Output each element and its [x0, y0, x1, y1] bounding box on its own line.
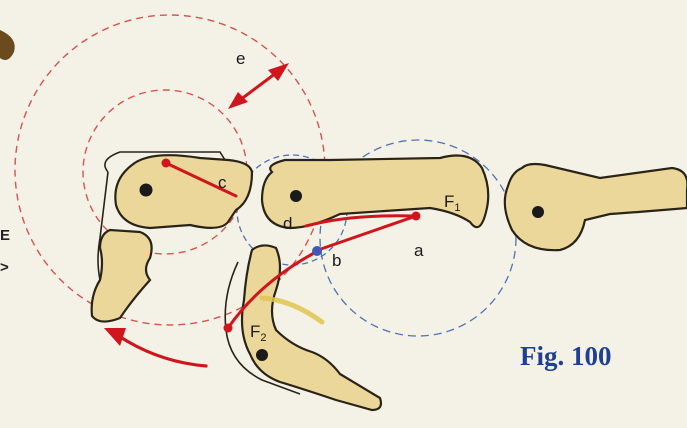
joint-dot-f2 — [256, 349, 268, 361]
label-f1-main: F — [444, 192, 454, 211]
label-c: c — [218, 173, 227, 192]
bone-f2-lower — [242, 245, 381, 410]
red-point-f2 — [224, 324, 233, 333]
edge-text-arrow: > — [0, 259, 9, 276]
blue-point-b — [312, 246, 322, 256]
cropped-shape-top-left — [0, 30, 15, 60]
bone-middle-phalanx — [115, 155, 252, 228]
red-point-a — [412, 212, 421, 221]
curved-red-arrow-head — [104, 328, 126, 346]
bone-metacarpal-right — [505, 164, 687, 250]
label-b: b — [332, 251, 341, 270]
figure-caption: Fig. 100 — [520, 341, 612, 371]
joint-dot-metacarpal — [532, 206, 544, 218]
label-e: e — [236, 49, 245, 68]
joint-dot-middle-phalanx — [140, 184, 153, 197]
edge-text-e: E — [0, 227, 10, 244]
joint-dot-f1 — [290, 190, 302, 202]
label-a: a — [414, 241, 424, 260]
curved-red-arrow-shaft — [122, 338, 206, 366]
red-point-c-start — [162, 159, 171, 168]
label-f2-main: F — [250, 322, 260, 341]
label-f1-sub: 1 — [454, 202, 460, 214]
label-f2-sub: 2 — [260, 332, 266, 344]
bone-distal-phalanx — [92, 230, 152, 322]
label-d: d — [283, 214, 292, 233]
